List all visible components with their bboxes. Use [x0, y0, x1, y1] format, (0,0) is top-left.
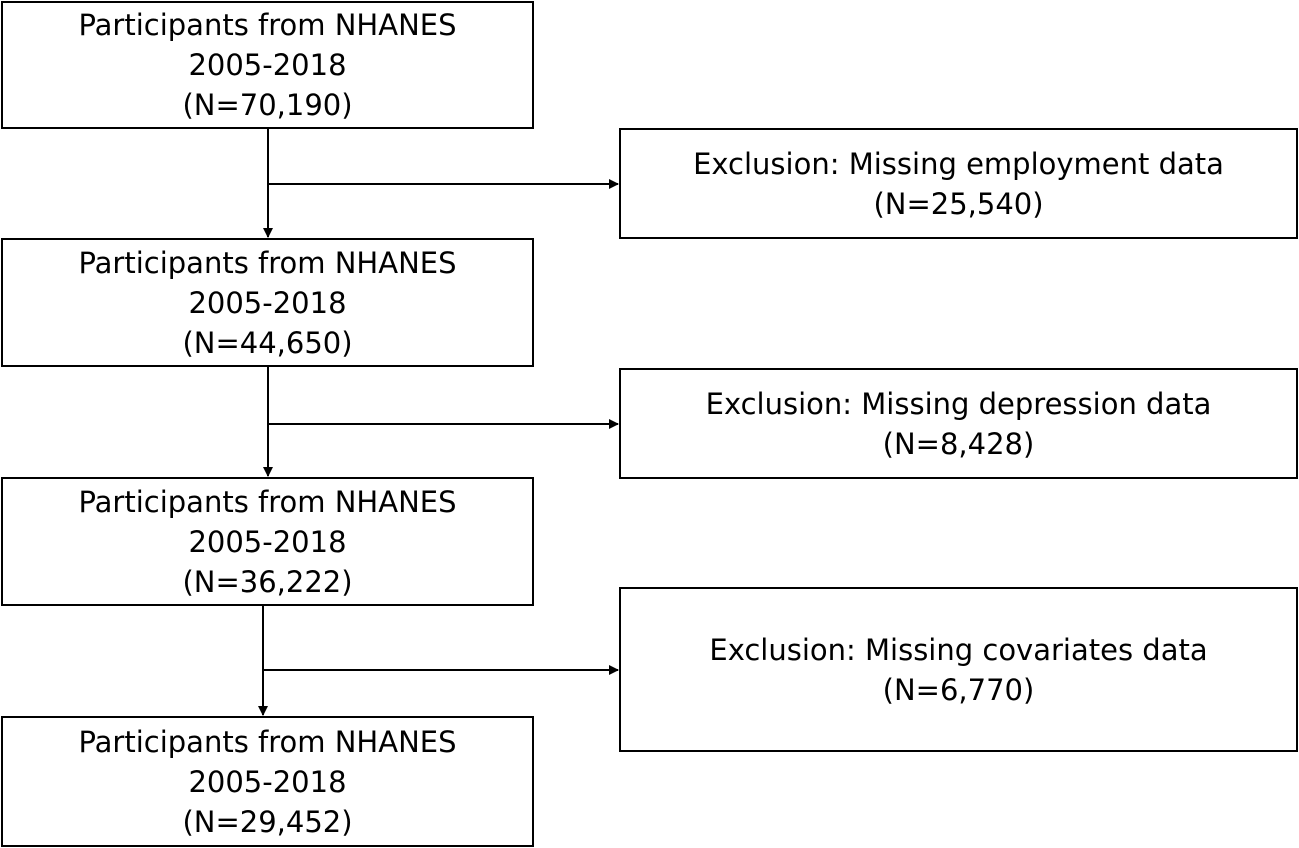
step-years: 2005-2018 — [188, 48, 347, 82]
step-count: (N=70,190) — [182, 88, 353, 122]
step-years: 2005-2018 — [188, 764, 347, 799]
step-box-1: Participants from NHANES 2005-2018 (N=70… — [1, 1, 534, 129]
exclusion-box-covariates: Exclusion: Missing covariates data (N=6,… — [619, 587, 1298, 752]
step-years: 2005-2018 — [188, 524, 347, 559]
exclusion-box-employment: Exclusion: Missing employment data (N=25… — [619, 128, 1298, 239]
step-box-4: Participants from NHANES 2005-2018 (N=29… — [1, 716, 534, 847]
exclusion-count: (N=8,428) — [882, 426, 1035, 461]
exclusion-count: (N=6,770) — [882, 672, 1035, 707]
exclusion-label: Exclusion: Missing covariates data — [709, 632, 1208, 667]
step-box-3: Participants from NHANES 2005-2018 (N=36… — [1, 477, 534, 606]
step-years: 2005-2018 — [188, 285, 347, 320]
exclusion-label: Exclusion: Missing depression data — [705, 386, 1212, 421]
exclusion-count: (N=25,540) — [873, 186, 1044, 221]
step-title: Participants from NHANES — [78, 245, 457, 280]
step-box-2: Participants from NHANES 2005-2018 (N=44… — [1, 238, 534, 367]
exclusion-box-depression: Exclusion: Missing depression data (N=8,… — [619, 368, 1298, 479]
step-title: Participants from NHANES — [78, 8, 457, 42]
step-title: Participants from NHANES — [78, 724, 457, 759]
step-count: (N=36,222) — [182, 564, 353, 599]
step-count: (N=44,650) — [182, 325, 353, 360]
exclusion-label: Exclusion: Missing employment data — [693, 146, 1224, 181]
step-count: (N=29,452) — [182, 804, 353, 839]
step-title: Participants from NHANES — [78, 484, 457, 519]
